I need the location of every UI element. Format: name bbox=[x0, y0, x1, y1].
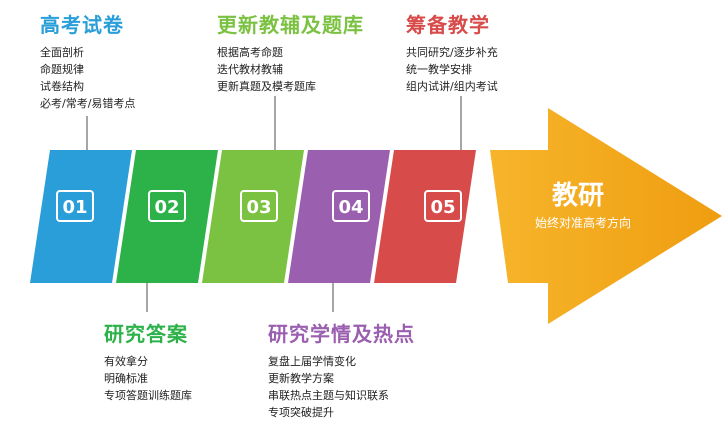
list-item: 必考/常考/易错考点 bbox=[40, 97, 136, 110]
block-list-study-trends: 复盘上届学情变化 更新教学方案 串联热点主题与知识联系 专项突破提升 bbox=[268, 353, 415, 421]
step-badge-2: 02 bbox=[148, 190, 186, 222]
block-study-trends: 研究学情及热点 复盘上届学情变化 更新教学方案 串联热点主题与知识联系 专项突破… bbox=[268, 318, 415, 421]
block-title-study-trends: 研究学情及热点 bbox=[268, 322, 415, 346]
list-item: 明确标准 bbox=[104, 372, 148, 385]
block-list-exam-papers: 全面剖析 命题规律 试卷结构 必考/常考/易错考点 bbox=[40, 44, 135, 112]
step-band-3 bbox=[202, 150, 304, 283]
step-number-1: 01 bbox=[62, 197, 87, 218]
step-number-5: 05 bbox=[430, 197, 455, 218]
block-title-study-answers: 研究答案 bbox=[104, 322, 188, 346]
block-update-materials: 更新教辅及题库 根据高考命题 迭代教材教辅 更新真题及模考题库 bbox=[217, 9, 364, 95]
block-title-update-materials: 更新教辅及题库 bbox=[217, 13, 364, 37]
step-number-2: 02 bbox=[154, 197, 179, 218]
list-item: 更新教学方案 bbox=[268, 372, 334, 385]
list-item: 试卷结构 bbox=[40, 80, 84, 93]
list-item: 专项突破提升 bbox=[268, 406, 334, 419]
list-item: 共同研究/逐步补充 bbox=[406, 46, 498, 59]
step-band-1 bbox=[30, 150, 132, 283]
block-title-exam-papers: 高考试卷 bbox=[40, 13, 124, 37]
step-badge-4: 04 bbox=[332, 190, 370, 222]
block-study-answers: 研究答案 有效拿分 明确标准 专项答题训练题库 bbox=[104, 318, 192, 404]
list-item: 迭代教材教辅 bbox=[217, 63, 283, 76]
list-item: 组内试讲/组内考试 bbox=[406, 80, 498, 93]
arrow-subtitle: 始终对准高考方向 bbox=[535, 215, 631, 230]
step-number-3: 03 bbox=[246, 197, 271, 218]
list-item: 统一教学安排 bbox=[406, 63, 472, 76]
block-title-prepare-teaching: 筹备教学 bbox=[406, 13, 490, 37]
list-item: 串联热点主题与知识联系 bbox=[268, 389, 389, 402]
step-band-2 bbox=[116, 150, 218, 283]
block-list-prepare-teaching: 共同研究/逐步补充 统一教学安排 组内试讲/组内考试 bbox=[406, 44, 498, 95]
list-item: 专项答题训练题库 bbox=[104, 389, 192, 402]
step-badge-1: 01 bbox=[56, 190, 94, 222]
step-badge-3: 03 bbox=[240, 190, 278, 222]
arrow-head bbox=[490, 108, 722, 324]
block-prepare-teaching: 筹备教学 共同研究/逐步补充 统一教学安排 组内试讲/组内考试 bbox=[406, 9, 498, 95]
arrow-title: 教研 bbox=[552, 181, 604, 211]
list-item: 全面剖析 bbox=[40, 46, 84, 59]
block-list-study-answers: 有效拿分 明确标准 专项答题训练题库 bbox=[104, 353, 192, 404]
list-item: 有效拿分 bbox=[104, 355, 148, 368]
list-item: 更新真题及模考题库 bbox=[217, 80, 316, 93]
step-badge-5: 05 bbox=[424, 190, 462, 222]
step-number-4: 04 bbox=[338, 197, 363, 218]
list-item: 命题规律 bbox=[40, 63, 84, 76]
block-list-update-materials: 根据高考命题 迭代教材教辅 更新真题及模考题库 bbox=[217, 44, 364, 95]
list-item: 复盘上届学情变化 bbox=[268, 355, 356, 368]
step-band-4 bbox=[288, 150, 390, 283]
list-item: 根据高考命题 bbox=[217, 46, 283, 59]
block-exam-papers: 高考试卷 全面剖析 命题规律 试卷结构 必考/常考/易错考点 bbox=[40, 9, 135, 112]
